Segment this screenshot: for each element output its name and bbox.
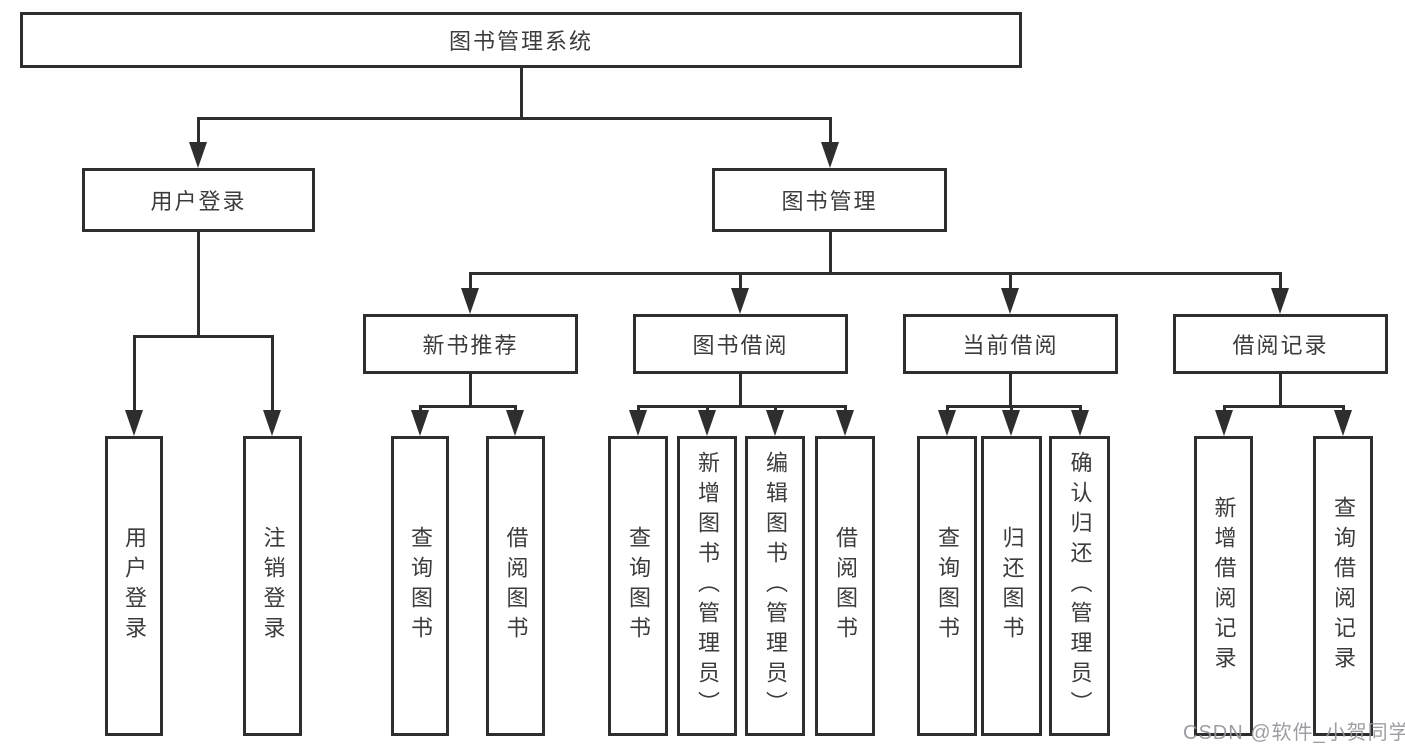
connector-level3-drop4: [1279, 272, 1282, 292]
arrow-newbook-leaf2: [506, 410, 524, 436]
leaf-query-books-1: 查询图书: [391, 436, 449, 736]
leaf-logout: 注销登录: [243, 436, 302, 736]
arrow-to-borrow-records: [1271, 288, 1289, 314]
node-new-book-rec-label: 新书推荐: [422, 333, 519, 358]
leaf-query-books-2-label: 查询图书: [626, 526, 651, 646]
leaf-add-book-admin-label: 新增图书（管理员）: [695, 451, 720, 721]
arrow-bookborrow-leaf4: [836, 410, 854, 436]
leaf-confirm-return-admin-label: 确认归还（管理员）: [1067, 451, 1093, 721]
leaf-return-book-label: 归还图书: [999, 526, 1025, 646]
connector-currentborrow-rail: [946, 405, 1082, 408]
connector-level2-rail: [197, 117, 832, 120]
leaf-edit-book-admin: 编辑图书（管理员）: [745, 436, 805, 736]
node-borrow-records-label: 借阅记录: [1232, 333, 1329, 358]
connector-currentborrow-drop2: [1010, 405, 1013, 414]
connector-records-stem: [1279, 374, 1282, 407]
arrow-to-current-borrow: [1001, 288, 1019, 314]
arrow-bookborrow-leaf2: [698, 410, 716, 436]
leaf-query-borrow-record: 查询借阅记录: [1313, 436, 1373, 736]
connector-userlogin-drop2: [271, 335, 274, 414]
arrow-to-new-book-rec: [461, 288, 479, 314]
connector-userlogin-stem: [197, 232, 200, 336]
arrow-to-leaf-user-login: [125, 410, 143, 436]
arrow-bookborrow-leaf3: [766, 410, 784, 436]
connector-level2-drop-right: [829, 117, 832, 147]
connector-currentborrow-drop3: [1079, 405, 1082, 414]
node-current-borrow-label: 当前借阅: [962, 333, 1059, 358]
node-book-borrow-label: 图书借阅: [692, 333, 789, 358]
connector-bookborrow-drop1: [637, 405, 640, 414]
connector-newbook-drop2: [514, 405, 517, 414]
arrow-currentborrow-leaf1: [938, 410, 956, 436]
leaf-query-borrow-record-label: 查询借阅记录: [1331, 496, 1356, 676]
leaf-return-book: 归还图书: [981, 436, 1042, 736]
leaf-query-books-3-label: 查询图书: [935, 526, 960, 646]
csdn-watermark: CSDN @软件_小贺同学: [1183, 722, 1405, 744]
arrow-to-user-login: [189, 142, 207, 168]
leaf-query-books-3: 查询图书: [917, 436, 977, 736]
connector-bookborrow-rail: [637, 405, 847, 408]
connector-level2-drop-left: [197, 117, 200, 147]
arrow-currentborrow-leaf2: [1002, 410, 1020, 436]
node-root: 图书管理系统: [20, 12, 1022, 68]
arrow-to-leaf-logout: [263, 410, 281, 436]
node-new-book-rec: 新书推荐: [363, 314, 578, 374]
connector-userlogin-drop1: [133, 335, 136, 414]
arrow-records-leaf1: [1215, 410, 1233, 436]
connector-root-stem: [520, 68, 523, 118]
leaf-add-book-admin: 新增图书（管理员）: [677, 436, 737, 736]
connector-level3-rail: [469, 272, 1282, 275]
connector-bookmgmt-stem: [829, 232, 832, 274]
node-book-borrow: 图书借阅: [633, 314, 848, 374]
connector-newbook-stem: [469, 374, 472, 407]
leaf-query-books-1-label: 查询图书: [408, 526, 433, 646]
node-current-borrow: 当前借阅: [903, 314, 1118, 374]
connector-bookborrow-drop2: [706, 405, 709, 414]
leaf-confirm-return-admin: 确认归还（管理员）: [1049, 436, 1110, 736]
connector-level3-drop3: [1009, 272, 1012, 292]
arrow-currentborrow-leaf3: [1071, 410, 1089, 436]
connector-currentborrow-stem: [1009, 374, 1012, 407]
node-user-login: 用户登录: [82, 168, 315, 232]
connector-records-drop1: [1223, 405, 1226, 414]
arrow-to-book-borrow: [731, 288, 749, 314]
node-book-mgmt: 图书管理: [712, 168, 947, 232]
leaf-logout-label: 注销登录: [260, 526, 286, 646]
connector-bookborrow-drop3: [774, 405, 777, 414]
connector-bookborrow-drop4: [844, 405, 847, 414]
connector-currentborrow-drop1: [946, 405, 949, 414]
leaf-borrow-books-1-label: 借阅图书: [503, 526, 529, 646]
connector-level3-drop2: [739, 272, 742, 292]
arrow-newbook-leaf1: [411, 410, 429, 436]
arrow-records-leaf2: [1334, 410, 1352, 436]
connector-newbook-rail: [419, 405, 517, 408]
connector-newbook-drop1: [419, 405, 422, 414]
arrow-to-book-mgmt: [821, 142, 839, 168]
connector-bookborrow-stem: [739, 374, 742, 407]
leaf-user-login-label: 用户登录: [122, 526, 147, 646]
leaf-borrow-books-1: 借阅图书: [486, 436, 545, 736]
leaf-borrow-books-2: 借阅图书: [815, 436, 875, 736]
node-book-mgmt-label: 图书管理: [781, 189, 878, 214]
node-root-label: 图书管理系统: [448, 29, 593, 54]
connector-records-drop2: [1342, 405, 1345, 414]
leaf-user-login: 用户登录: [105, 436, 163, 736]
connector-level3-drop1: [469, 272, 472, 292]
leaf-query-books-2: 查询图书: [608, 436, 668, 736]
node-user-login-label: 用户登录: [150, 189, 247, 214]
connector-userlogin-rail: [133, 335, 274, 338]
leaf-add-borrow-record-label: 新增借阅记录: [1211, 496, 1237, 676]
leaf-borrow-books-2-label: 借阅图书: [833, 526, 858, 646]
leaf-add-borrow-record: 新增借阅记录: [1194, 436, 1253, 736]
arrow-bookborrow-leaf1: [629, 410, 647, 436]
node-borrow-records: 借阅记录: [1173, 314, 1388, 374]
connector-records-rail: [1223, 405, 1345, 408]
leaf-edit-book-admin-label: 编辑图书（管理员）: [763, 451, 788, 721]
